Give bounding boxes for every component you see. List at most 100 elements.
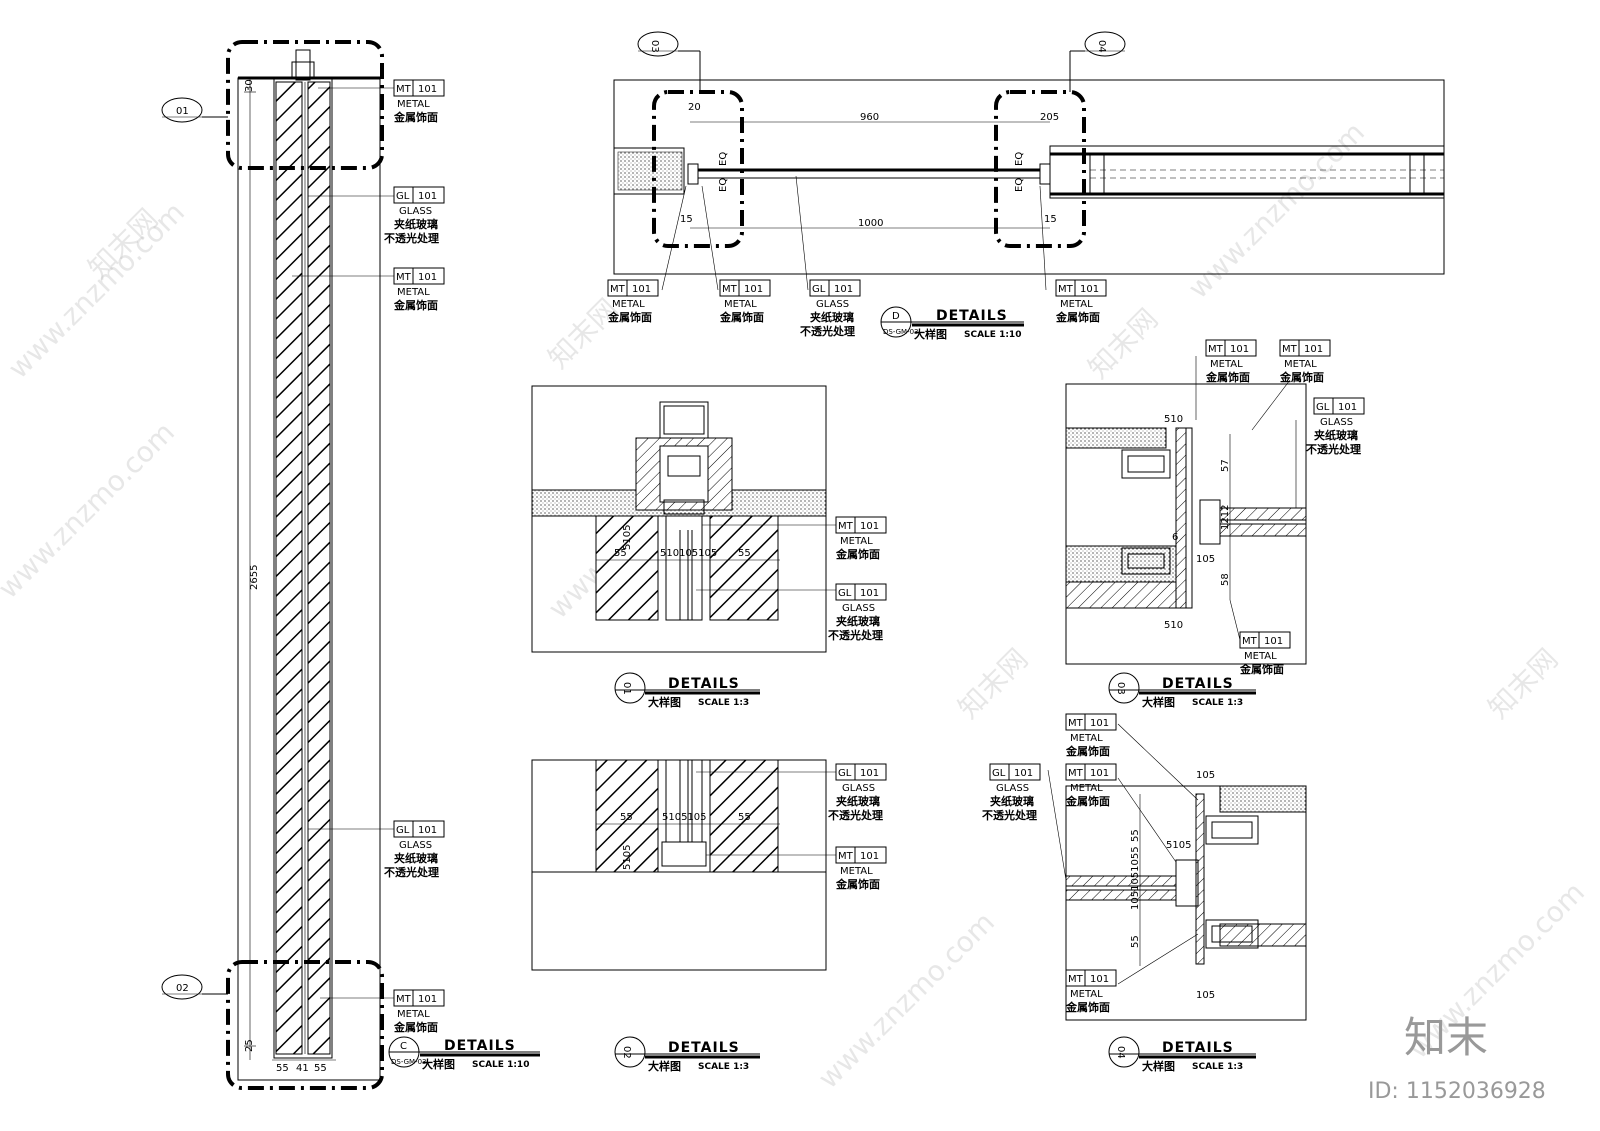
svg-text:DETAILS: DETAILS xyxy=(668,1040,740,1056)
svg-text:大样图: 大样图 xyxy=(1142,695,1175,709)
svg-text:金属饰面: 金属饰面 xyxy=(393,1020,438,1034)
svg-text:57: 57 xyxy=(1220,459,1231,472)
svg-text:101: 101 xyxy=(1230,344,1249,355)
svg-text:不透光处理: 不透光处理 xyxy=(828,628,883,642)
svg-text:101: 101 xyxy=(418,825,437,836)
svg-text:205: 205 xyxy=(1040,112,1059,123)
svg-text:SCALE 1:10: SCALE 1:10 xyxy=(472,1060,529,1070)
svg-text:101: 101 xyxy=(1080,284,1099,295)
svg-text:105: 105 xyxy=(1196,990,1215,1001)
dim-bottom-55b: 55 xyxy=(314,1063,327,1074)
svg-text:金属饰面: 金属饰面 xyxy=(1065,744,1110,758)
svg-text:58: 58 xyxy=(1220,573,1231,586)
svg-text:55: 55 xyxy=(1130,829,1141,842)
svg-text:6: 6 xyxy=(1172,532,1178,543)
dim-height: 2655 xyxy=(249,565,260,590)
svg-text:金属饰面: 金属饰面 xyxy=(835,877,880,891)
detail-03: 57 58 1212 510 510 105 6 xyxy=(1065,356,1307,665)
svg-text:DS-GM-03: DS-GM-03 xyxy=(883,328,919,336)
svg-text:510: 510 xyxy=(1164,620,1183,631)
svg-text:金属饰面: 金属饰面 xyxy=(607,310,652,324)
svg-text:不透光处理: 不透光处理 xyxy=(828,808,883,822)
svg-text:101: 101 xyxy=(1090,768,1109,779)
svg-text:101: 101 xyxy=(1014,768,1033,779)
svg-text:金属饰面: 金属饰面 xyxy=(393,298,438,312)
svg-text:大样图: 大样图 xyxy=(648,695,681,709)
svg-text:55: 55 xyxy=(620,812,633,823)
detail-04: 55 55 1051051055 105 105 5105 xyxy=(1047,723,1307,1021)
svg-text:SCALE 1:3: SCALE 1:3 xyxy=(1192,1062,1243,1072)
title-d: D DS-GM-03 DETAILS 大样图 SCALE 1:10 xyxy=(880,306,1024,341)
svg-text:101: 101 xyxy=(418,191,437,202)
svg-text:DETAILS: DETAILS xyxy=(936,308,1008,324)
svg-text:GLASS: GLASS xyxy=(816,299,849,310)
svg-text:SCALE 1:3: SCALE 1:3 xyxy=(698,1062,749,1072)
svg-text:MT: MT xyxy=(1068,974,1084,985)
svg-text:55: 55 xyxy=(614,548,627,559)
svg-text:大样图: 大样图 xyxy=(648,1059,681,1073)
svg-text:METAL: METAL xyxy=(397,1009,430,1020)
svg-text:夹纸玻璃: 夹纸玻璃 xyxy=(394,851,438,865)
svg-text:101: 101 xyxy=(860,588,879,599)
svg-text:101: 101 xyxy=(1304,344,1323,355)
svg-text:101: 101 xyxy=(1090,718,1109,729)
svg-text:MT: MT xyxy=(1068,768,1084,779)
svg-text:夹纸玻璃: 夹纸玻璃 xyxy=(836,794,880,808)
svg-text:510: 510 xyxy=(1164,414,1183,425)
callout-01: 01 xyxy=(176,106,189,117)
watermark-text: www.znzmo.com xyxy=(1182,116,1371,305)
svg-text:DS-GM-03: DS-GM-03 xyxy=(391,1058,427,1066)
svg-text:MT: MT xyxy=(610,284,626,295)
svg-text:5105: 5105 xyxy=(1166,840,1191,851)
svg-text:1212: 1212 xyxy=(1220,505,1231,530)
svg-text:04: 04 xyxy=(1115,1046,1126,1059)
svg-text:101: 101 xyxy=(1264,636,1283,647)
svg-text:DETAILS: DETAILS xyxy=(444,1038,516,1054)
svg-text:METAL: METAL xyxy=(1070,989,1103,1000)
svg-text:金属饰面: 金属饰面 xyxy=(835,547,880,561)
title-02: 02 DETAILS 大样图 SCALE 1:3 xyxy=(614,1036,760,1073)
svg-text:5105: 5105 xyxy=(622,845,633,870)
svg-text:101: 101 xyxy=(418,272,437,283)
detail-02: 55 5105105 55 5105 xyxy=(531,759,836,971)
watermark-text: www.znzmo.com xyxy=(0,416,181,605)
svg-text:大样图: 大样图 xyxy=(422,1057,455,1071)
svg-text:金属饰面: 金属饰面 xyxy=(1065,1000,1110,1014)
watermark-text: 知末网 xyxy=(952,642,1035,725)
svg-text:510105105: 510105105 xyxy=(660,548,717,559)
watermark-text: 知末网 xyxy=(1482,642,1565,725)
svg-text:METAL: METAL xyxy=(1284,359,1317,370)
logo-text: 知末 xyxy=(1404,1013,1488,1062)
plan-d: 960 1000 20 205 15 15 EQ EQ EQ EQ 03 04 xyxy=(613,31,1445,291)
svg-text:GL: GL xyxy=(812,284,826,295)
svg-text:金属饰面: 金属饰面 xyxy=(1239,662,1284,676)
svg-text:不透光处理: 不透光处理 xyxy=(1306,442,1361,456)
svg-text:5105: 5105 xyxy=(622,525,633,550)
svg-text:MT: MT xyxy=(1282,344,1298,355)
svg-text:EQ: EQ xyxy=(718,178,729,192)
svg-text:03: 03 xyxy=(1115,682,1126,695)
title-c: C DS-GM-03 DETAILS 大样图 SCALE 1:10 xyxy=(388,1036,540,1071)
svg-text:MT: MT xyxy=(838,521,854,532)
svg-text:METAL: METAL xyxy=(840,536,873,547)
svg-text:不透光处理: 不透光处理 xyxy=(800,324,855,338)
svg-text:960: 960 xyxy=(860,112,879,123)
svg-text:METAL: METAL xyxy=(1070,733,1103,744)
svg-text:EQ: EQ xyxy=(1014,152,1025,166)
svg-text:金属饰面: 金属饰面 xyxy=(393,110,438,124)
svg-text:15: 15 xyxy=(1044,214,1057,225)
dim-top: 30 xyxy=(244,79,255,92)
dim-bottom-55a: 55 xyxy=(276,1063,289,1074)
svg-text:GL: GL xyxy=(838,588,852,599)
